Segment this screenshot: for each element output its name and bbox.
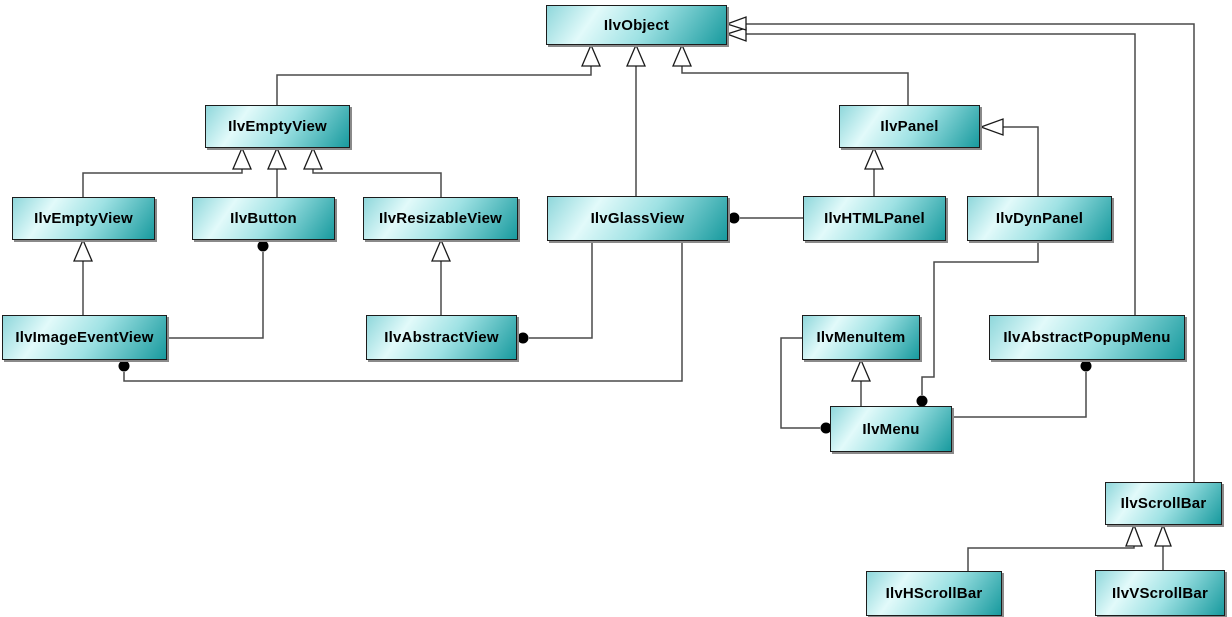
edge-inheritance-panel-object	[672, 43, 909, 105]
edge-association-glassview-htmlpanel	[728, 212, 803, 224]
edge-inheritance-abstractpopupmenu-object	[724, 27, 1136, 315]
class-box-ilvhtmlpanel[interactable]: IlvHTMLPanel	[803, 196, 946, 241]
edge-association-imageeventview-glassview	[118, 241, 683, 382]
inheritance-arrow-icon	[232, 146, 252, 170]
class-label: IlvButton	[230, 210, 297, 227]
edge-association-button-imageeventview	[167, 240, 269, 339]
class-box-ilvemptyview[interactable]: IlvEmptyView	[12, 197, 155, 240]
association-dot-icon	[517, 332, 529, 344]
inheritance-arrow-icon	[724, 16, 747, 31]
inheritance-arrow-icon	[303, 146, 323, 170]
association-dot-icon	[916, 395, 928, 407]
association-dot-icon	[1080, 360, 1092, 372]
class-label: IlvAbstractView	[384, 329, 499, 346]
inheritance-arrow-icon	[1125, 523, 1143, 547]
edge-inheritance-glassview-object	[626, 43, 646, 196]
class-box-ilvdynpanel[interactable]: IlvDynPanel	[967, 196, 1112, 241]
class-label: IlvHTMLPanel	[824, 210, 925, 227]
edge-association-abstractview-glassview	[517, 241, 593, 344]
edge-inheritance-vscrollbar-scrollbar	[1154, 523, 1172, 570]
edge-inheritance-menu-menuitem	[851, 358, 871, 406]
class-label: IlvMenuItem	[816, 329, 906, 346]
edge-association-menu-dynpanel	[916, 241, 1039, 407]
edge-inheritance-emptyview-emptyviewtop	[82, 146, 252, 197]
class-box-ilvabstractpopupmenu[interactable]: IlvAbstractPopupMenu	[989, 315, 1185, 360]
edge-association-abstractpopupmenu-menu	[952, 360, 1092, 418]
inheritance-arrow-icon	[73, 238, 93, 262]
class-box-ilvobject[interactable]: IlvObject	[546, 5, 727, 45]
class-label: IlvEmptyView	[228, 118, 327, 135]
inheritance-arrow-icon	[431, 238, 451, 262]
edge-inheritance-hscrollbar-scrollbar	[967, 523, 1143, 571]
edge-inheritance-htmlpanel-panel	[864, 146, 884, 196]
edge-inheritance-abstractview-resizableview	[431, 238, 451, 315]
association-dot-icon	[118, 360, 130, 372]
class-box-ilvpanel[interactable]: IlvPanel	[839, 105, 980, 148]
class-label: IlvMenu	[862, 420, 920, 438]
class-label: IlvHScrollBar	[885, 585, 983, 602]
class-label: IlvAbstractPopupMenu	[1003, 329, 1171, 346]
class-box-ilvvscrollbar[interactable]: IlvVScrollBar	[1095, 570, 1225, 616]
class-box-ilvhscrollbar[interactable]: IlvHScrollBar	[866, 571, 1002, 616]
association-dot-icon	[257, 240, 269, 252]
class-label: IlvPanel	[880, 118, 939, 135]
edge-inheritance-emptyviewtop-object	[276, 43, 601, 105]
association-dot-icon	[728, 212, 740, 224]
class-box-ilvglassview[interactable]: IlvGlassView	[547, 196, 728, 241]
class-box-ilvmenuitem[interactable]: IlvMenuItem	[802, 315, 920, 360]
inheritance-arrow-icon	[1154, 523, 1172, 547]
inheritance-arrow-icon	[864, 146, 884, 170]
class-box-ilvresizableview[interactable]: IlvResizableView	[363, 197, 518, 240]
edge-association-menu-menuitem	[780, 337, 832, 434]
edge-inheritance-imageeventview-emptyview	[73, 238, 93, 315]
inheritance-arrow-icon	[724, 27, 747, 42]
inheritance-arrow-icon	[626, 43, 646, 67]
association-dot-icon	[820, 422, 832, 434]
class-label: IlvObject	[603, 16, 670, 34]
edge-inheritance-button-emptyviewtop	[267, 146, 287, 197]
class-label: IlvVScrollBar	[1112, 584, 1208, 602]
edge-inheritance-resizableview-emptyviewtop	[303, 146, 442, 197]
class-box-ilvbutton[interactable]: IlvButton	[192, 197, 335, 240]
class-label: IlvResizableView	[379, 210, 502, 227]
class-box-ilvimageeventview[interactable]: IlvImageEventView	[2, 315, 167, 360]
class-label: IlvDynPanel	[995, 210, 1084, 227]
class-label: IlvScrollBar	[1120, 495, 1207, 512]
inheritance-arrow-icon	[267, 146, 287, 170]
class-box-ilvmenu[interactable]: IlvMenu	[830, 406, 952, 452]
edge-inheritance-dynpanel-panel	[979, 118, 1039, 196]
class-label: IlvGlassView	[590, 210, 685, 227]
class-label: IlvEmptyView	[34, 210, 133, 227]
inheritance-arrow-icon	[672, 43, 692, 67]
edge-inheritance-scrollbar-object	[724, 16, 1195, 482]
class-box-ilvabstractview[interactable]: IlvAbstractView	[366, 315, 517, 360]
class-label: IlvImageEventView	[15, 329, 154, 346]
class-box-ilvscrollbar[interactable]: IlvScrollBar	[1105, 482, 1222, 525]
class-box-ilvemptyview-base[interactable]: IlvEmptyView	[205, 105, 350, 148]
inheritance-arrow-icon	[581, 43, 601, 67]
inheritance-arrow-icon	[851, 358, 871, 382]
inheritance-arrow-icon	[979, 118, 1004, 136]
